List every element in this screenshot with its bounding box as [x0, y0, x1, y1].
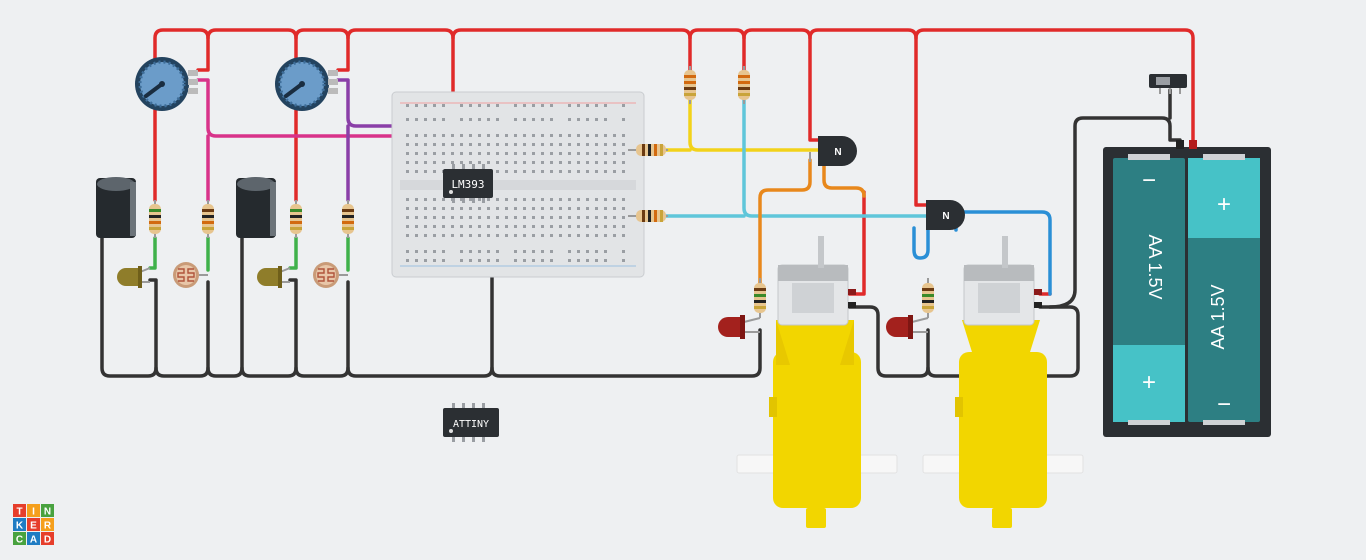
red-wire [808, 28, 928, 207]
svg-text:K: K [16, 521, 24, 532]
orange-wire [758, 158, 812, 286]
svg-text:C: C [16, 535, 23, 546]
led-olive-right[interactable] [257, 266, 291, 288]
logo-letter-a: A [27, 532, 40, 546]
red-wire [914, 28, 1195, 142]
red-wire [153, 28, 210, 202]
black-wire [154, 280, 210, 378]
red-wire [451, 28, 692, 74]
transistor-upper-label: N [834, 147, 841, 158]
battery-cell-right: + − AA 1.5V [1188, 154, 1260, 425]
black-wire [240, 278, 298, 378]
led-red-left[interactable] [718, 315, 761, 339]
resistor-horizontal-lower[interactable] [628, 210, 668, 222]
transistor-upper[interactable]: N [809, 136, 857, 166]
black-wire [1048, 116, 1182, 309]
svg-text:D: D [44, 535, 51, 546]
black-wire [926, 305, 1080, 378]
resistor-vertical[interactable] [738, 66, 750, 104]
logo-letter-t: T [13, 504, 26, 518]
logo-letter-r: R [41, 518, 54, 532]
battery-cell-left: − + AA 1.5V [1113, 154, 1185, 425]
svg-text:R: R [44, 521, 52, 532]
resistor-vertical[interactable] [149, 200, 161, 238]
lm393-chip[interactable]: LM393 [443, 164, 493, 203]
potentiometer-left[interactable] [135, 57, 198, 111]
dc-motor-right[interactable] [922, 236, 1084, 528]
logo-letter-c: C [13, 532, 26, 546]
breadboard-holes [406, 104, 625, 262]
battery-left-minus: − [1142, 167, 1156, 194]
red-wire [688, 28, 746, 74]
battery-pack[interactable]: − + AA 1.5V + − AA 1.5V [1103, 140, 1271, 437]
capacitor-right[interactable] [236, 177, 276, 238]
attiny-label: ATTINY [453, 419, 489, 430]
wire-group-red [153, 28, 1195, 296]
led-olive-left[interactable] [117, 266, 151, 288]
svg-text:N: N [44, 507, 51, 518]
red-wire [206, 28, 298, 202]
dc-motor-left[interactable] [736, 236, 898, 528]
logo-letter-e: E [27, 518, 40, 532]
resistor-vertical[interactable] [684, 66, 696, 104]
resistor-vertical[interactable] [290, 200, 302, 238]
battery-right-plus: + [1217, 191, 1231, 218]
svg-text:A: A [30, 535, 37, 546]
black-wire [206, 230, 244, 378]
logo-letter-i: I [27, 504, 40, 518]
logo-letter-k: K [13, 518, 26, 532]
resistors-vertical[interactable] [149, 66, 934, 318]
green-wire [288, 236, 298, 270]
blue-wire [912, 226, 930, 260]
pink-wire [196, 78, 500, 138]
resistor-vertical[interactable] [202, 200, 214, 238]
cyan-wire [742, 98, 928, 218]
transistor-lower[interactable]: N [926, 200, 965, 230]
transistor-lower-label: N [942, 211, 949, 222]
attiny-chip[interactable]: ATTINY [443, 403, 499, 442]
resistor-vertical[interactable] [922, 278, 934, 318]
potentiometer-right[interactable] [275, 57, 338, 111]
battery-left-label: AA 1.5V [1145, 234, 1165, 299]
black-wire [490, 328, 762, 378]
lm393-label: LM393 [451, 178, 484, 191]
resistor-vertical[interactable] [342, 200, 354, 238]
red-wire [742, 28, 820, 142]
battery-right-minus: − [1217, 391, 1231, 418]
svg-text:T: T [16, 507, 22, 518]
resistor-horizontal-upper[interactable] [628, 144, 668, 156]
black-wire [100, 230, 158, 378]
svg-text:I: I [32, 507, 35, 518]
photoresistor-right[interactable] [313, 262, 348, 288]
black-wire [846, 305, 930, 378]
orange-wire [822, 160, 866, 198]
black-wire [294, 280, 350, 378]
green-wire [148, 236, 157, 270]
logo-letter-d: D [41, 532, 54, 546]
battery-left-plus: + [1142, 369, 1156, 396]
led-red-right[interactable] [886, 315, 929, 339]
battery-right-label: AA 1.5V [1208, 284, 1228, 349]
photoresistor-left[interactable] [173, 262, 208, 288]
svg-text:E: E [30, 521, 37, 532]
capacitor-left[interactable] [96, 177, 136, 238]
logo-letter-n: N [41, 504, 54, 518]
resistor-vertical[interactable] [754, 278, 766, 318]
yellow-wire [688, 98, 820, 152]
red-wire [846, 190, 866, 296]
breadboard[interactable] [391, 91, 645, 278]
wire-group-black [100, 88, 1182, 378]
slide-switch[interactable] [1149, 74, 1187, 94]
